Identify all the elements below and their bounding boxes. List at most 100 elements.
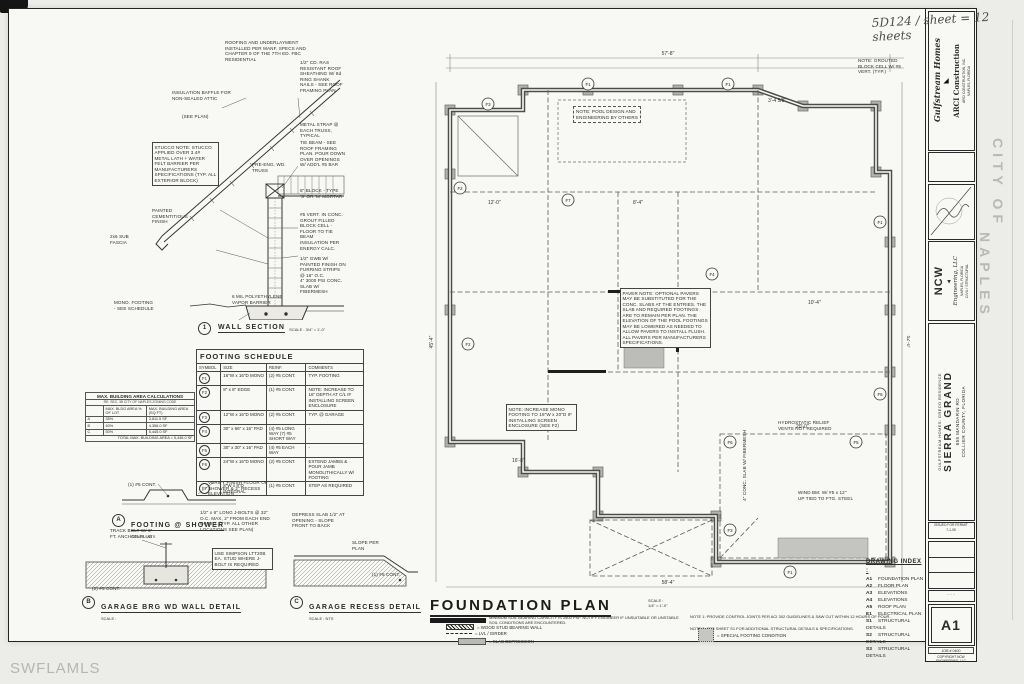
sheet-number-box: A1 bbox=[927, 603, 975, 646]
detail-c-label: C GARAGE RECESS DETAIL SCALE : NTS bbox=[290, 596, 422, 621]
sheet-key: A3 bbox=[866, 591, 873, 597]
grout-note: NOTE: GROUTED BLOCK CELL W/ #5 VERT. (TY… bbox=[858, 58, 902, 74]
soil-note-row: MINIMUM SOIL BEARING CAPACITY IS 2500 PS… bbox=[430, 615, 680, 625]
sheet-name: FOUNDATION PLAN bbox=[878, 577, 924, 583]
wall-note-strap: METAL STRAP @ EACH TRUSS, TYPICAL bbox=[300, 122, 339, 138]
plan-footing-symbol: F4 bbox=[709, 272, 715, 277]
project-address: 855 MANDARIN RD bbox=[954, 397, 960, 446]
permit-date: 7-1-05 bbox=[946, 527, 956, 532]
legend-label: = LVL / GIRDER bbox=[475, 631, 507, 636]
detail-b-title: GARAGE BRG WD WALL DETAIL bbox=[101, 604, 242, 613]
list-item: E1 ELECTRICAL PLAN bbox=[866, 612, 924, 619]
detail-c-note1: DEPRESS SLAB 1/2" AT OPENING - SLOPE FRO… bbox=[292, 512, 345, 528]
engineer-sub-text: Engineering, LLC bbox=[953, 256, 959, 306]
dimension-lines bbox=[435, 54, 904, 588]
cell: MAX. BLDG AREA % OF LOT bbox=[102, 405, 148, 417]
wall-note-see-plan: (SEE PLAN) bbox=[182, 114, 209, 119]
wall-section-title: WALL SECTION bbox=[218, 324, 286, 333]
cell: 8"W x 8"D INTEGRAL bbox=[220, 481, 267, 497]
wall-note-footing: MONO. FOOTING - SEE SCHEDULE bbox=[114, 300, 154, 311]
col-size: SIZE bbox=[220, 362, 267, 373]
dim-i2: 8'-4" bbox=[633, 200, 643, 206]
sheet-key: E1 bbox=[866, 612, 872, 618]
wall-note-sheathing: 1/2" CD. RAS RESISTANT ROOF SHEATHING W/… bbox=[300, 60, 343, 93]
legend-label: = WOOD STUD BEARING WALL bbox=[477, 624, 543, 630]
blank-box bbox=[927, 152, 975, 182]
builder-address-1: ARCI CONSTRUCTION, INC. bbox=[961, 57, 966, 104]
wall-section-number: 1 bbox=[198, 322, 211, 335]
sheet-name: ELEVATIONS bbox=[878, 598, 908, 604]
plan-scale: SCALE : 1/4" = 1'-0" bbox=[648, 598, 668, 608]
footing-symbol: F2 bbox=[199, 387, 210, 399]
footing-symbol: F4 bbox=[199, 425, 210, 437]
detail-c-title: GARAGE RECESS DETAIL bbox=[309, 604, 422, 613]
area-table-total: TOTAL MAX. BUILDING AREA = 5,445.0 SF bbox=[85, 434, 195, 443]
watermark: SWFLAMLS bbox=[10, 660, 101, 677]
sheet-number: A1 bbox=[941, 616, 961, 633]
job-caption: JOB # 0400 COPYRIGHT NCW ENGINEERING, LL… bbox=[928, 647, 974, 663]
dim-i1: 12'-0" bbox=[488, 200, 501, 206]
wall-note-gwb: 1/2" GWB W/ PAINTED FINISH ON FURRING ST… bbox=[300, 256, 346, 278]
arci-logo-text: ARCI Construction bbox=[951, 43, 961, 118]
footing-symbol: F3 bbox=[199, 411, 210, 423]
plan-dimensions: 57'-8" 58'-4" 45'-4" 52'-0" 12'-0" 8'-4"… bbox=[429, 51, 910, 586]
hydrostatic-note: HYDROSTATIC RELIEF VENTS NOT REQUIRED bbox=[778, 420, 832, 431]
wall-section-label: 1 WALL SECTION SCALE : 3/4" = 1'-0" bbox=[198, 322, 325, 335]
footing-symbols: F1 F1 F3 F2 F7 F5 F4 F1 F6 F5 F3 F1 F6 F… bbox=[453, 77, 887, 579]
project-subtitle: GULFSTREAM HOMES: GRECO RESIDENCE bbox=[936, 372, 942, 471]
detail-a-note1: (1) #5 CONT. bbox=[128, 482, 157, 487]
cell: 12"W x 16"D MONO bbox=[220, 409, 267, 425]
detail-c-scale: SCALE : NTS bbox=[309, 615, 334, 621]
sheet-name: STRUCTURAL DETAILS bbox=[866, 633, 911, 645]
lanai-lines bbox=[457, 99, 687, 177]
col-comments: COMMENTS bbox=[305, 362, 364, 373]
plan-footing-symbol: F2 bbox=[465, 342, 471, 347]
list-item: A3 ELEVATIONS bbox=[866, 591, 924, 598]
copyright-line-1: COPYRIGHT NCW bbox=[937, 655, 965, 659]
dim-left: 45'-4" bbox=[429, 335, 435, 348]
dim-top: 57'-8" bbox=[662, 51, 675, 57]
dash-swatch bbox=[446, 633, 472, 634]
cell: (2) #5 CONT. bbox=[265, 456, 307, 483]
plan-bottom-note-2: NOTE 2: SEE SHEET S1 FOR ADDITIONAL STRU… bbox=[690, 626, 854, 631]
legend-slab: = SLAB DEPRESSION bbox=[458, 638, 534, 645]
wall-note-vert: #5 VERT. IN CONC. GROUT FILLED BLOCK CEL… bbox=[300, 212, 343, 239]
sheet-name: ELECTRICAL PLAN bbox=[878, 612, 922, 618]
enclosure-note: NOTE: INCREASE MONO FOOTING TO 16"W x 20… bbox=[506, 404, 577, 431]
legend-label: = SLAB DEPRESSION bbox=[489, 638, 535, 644]
detail-a-label: A FOOTING @ SHOWER SCALE : NTS bbox=[112, 514, 225, 539]
roof-hatch bbox=[189, 110, 315, 222]
cell: (2) #5 CONT. bbox=[265, 371, 307, 387]
dim-i3: 20'-0" bbox=[796, 424, 809, 430]
dim-right: 52'-0" bbox=[905, 336, 910, 349]
revision-box bbox=[927, 540, 975, 589]
detail-c-id: C bbox=[290, 596, 303, 609]
detail-a-id: A bbox=[112, 514, 125, 527]
sheet-key: S1 bbox=[866, 619, 872, 625]
legend-wood: = WOOD STUD BEARING WALL bbox=[446, 624, 542, 630]
builder-logo-text: Gulfstream Homes bbox=[931, 38, 942, 123]
job-number: JOB # 0400 bbox=[928, 647, 974, 654]
detail-b-note4: (2) #5 CONT. bbox=[92, 586, 121, 591]
city-stamp-line-2: NAPLES bbox=[977, 232, 993, 319]
plan-footing-symbol: F7 bbox=[565, 198, 571, 203]
city-stamp-line-1: CITY OF bbox=[990, 138, 1006, 228]
wall-section-drawing bbox=[155, 79, 345, 320]
cell: 16"W x 16"D MONO bbox=[220, 371, 267, 387]
sheet-name: FLOOR PLAN bbox=[878, 584, 909, 590]
project-city: COLLIER COUNTY, FLORIDA bbox=[960, 385, 966, 458]
seal-scribble bbox=[930, 186, 971, 235]
wall-note-insul: INSULATION PER ENERGY CALC. bbox=[300, 240, 340, 251]
cell: (4) #5 EACH WAY bbox=[265, 442, 307, 458]
copyright-line-2: ENGINEERING, LLC bbox=[936, 659, 966, 663]
sheet-name: ELEVATIONS bbox=[878, 591, 908, 597]
area-table-title: MAX. BUILDING AREA CALCULATIONS bbox=[85, 391, 195, 401]
detail-a-scale: SCALE : NTS bbox=[131, 533, 156, 539]
foundation-plan-drawing: F1 F1 F3 F2 F7 F5 F4 F1 F6 F5 F3 F1 F6 F… bbox=[429, 51, 910, 588]
